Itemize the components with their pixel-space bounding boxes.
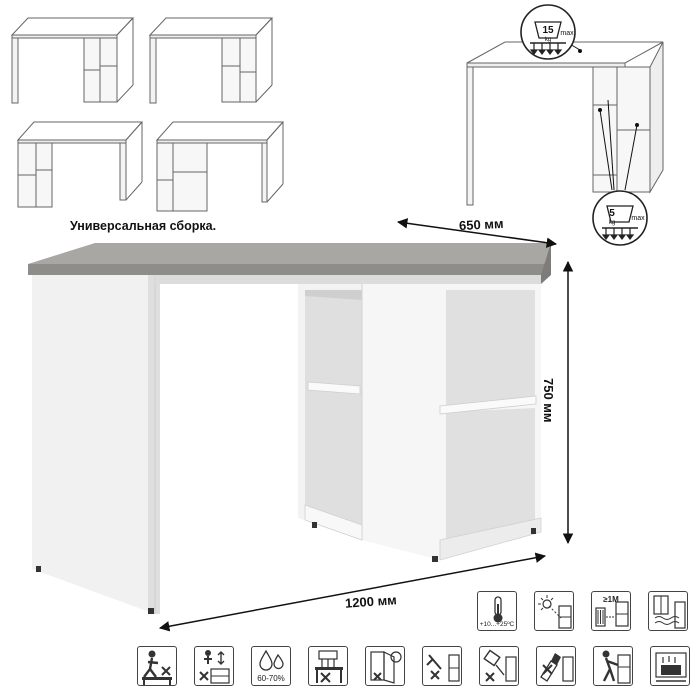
- depth-dimension-arrow: [396, 218, 558, 248]
- no-abrasive-cleaning-icon: [536, 646, 576, 686]
- shelf-load-badge: 5 kg max: [592, 190, 648, 246]
- distance-value: ≥1M: [603, 595, 619, 604]
- top-load-max: max: [560, 30, 574, 37]
- ventilation-icon: [648, 591, 688, 631]
- width-dimension-arrow: [158, 552, 547, 632]
- humidity-icon: 60-70%: [251, 646, 291, 686]
- assembly-variant-1: [10, 17, 135, 104]
- top-load-unit: kg: [545, 37, 551, 43]
- desk-pedestal: [298, 284, 542, 562]
- assembly-variant-2: [148, 17, 274, 104]
- assembly-variant-4: [155, 121, 285, 212]
- depth-label: 650 мм: [458, 215, 504, 234]
- no-tipping-icon: [593, 646, 633, 686]
- top-load-value: 15: [542, 25, 554, 36]
- temperature-icon: +10...+25ºC: [477, 591, 517, 631]
- no-heavy-load-icon: [308, 646, 348, 686]
- assembly-variant-3: [16, 121, 144, 208]
- no-sharp-objects-icon: [422, 646, 462, 686]
- no-overload-icon: [194, 646, 234, 686]
- height-label: 750 мм: [541, 378, 556, 423]
- no-hot-objects-icon: [479, 646, 519, 686]
- top-load-badge: 15 kg max: [520, 4, 576, 60]
- load-diagram: [466, 39, 664, 206]
- humidity-range: 60-70%: [257, 674, 285, 683]
- no-door-swing-icon: [365, 646, 405, 686]
- heater-distance-icon: ≥1M: [591, 591, 631, 631]
- temperature-range: +10...+25ºC: [479, 621, 515, 628]
- shelf-load-max: max: [631, 215, 645, 222]
- desk-top-edge: [28, 264, 551, 275]
- no-sunlight-icon: [534, 591, 574, 631]
- no-wet-surface-icon: [650, 646, 690, 686]
- desk-left-panel: [32, 275, 155, 614]
- assembly-caption: Универсальная сборка.: [70, 219, 217, 233]
- desk-main: [28, 243, 551, 614]
- shelf-load-value: 5: [609, 208, 615, 219]
- pedestal-shelf-left: [307, 381, 361, 395]
- no-standing-icon: [137, 646, 177, 686]
- shelf-load-unit: kg: [609, 220, 615, 226]
- pedestal-shelf-right: [439, 395, 537, 415]
